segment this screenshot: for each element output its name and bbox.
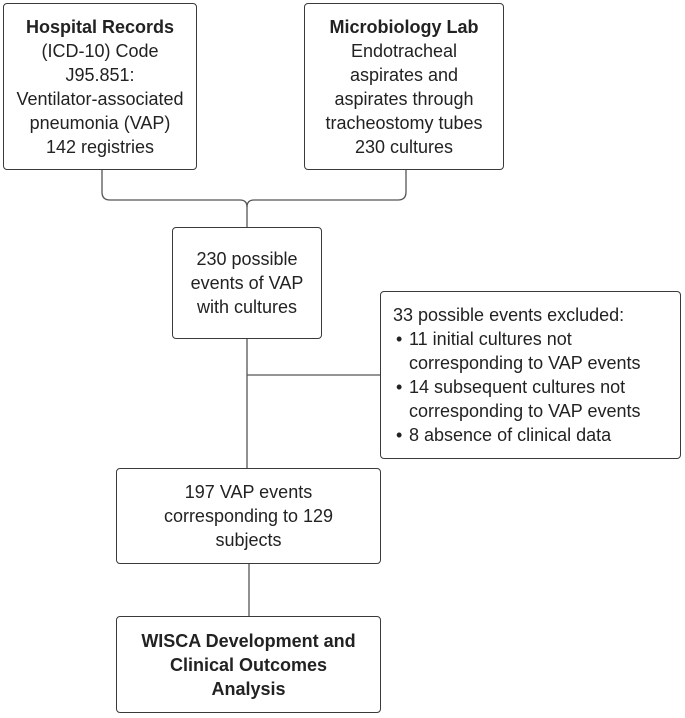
excluded-item-line: 8 absence of clinical data — [409, 425, 612, 445]
excluded-list: 11 initial cultures not corresponding to… — [393, 327, 640, 447]
box-line: events of VAP — [190, 273, 304, 293]
vap-events-box: 197 VAP events corresponding to 129 subj… — [116, 468, 381, 564]
box-line: aspirates through — [334, 88, 474, 109]
box-line: Clinical Outcomes — [169, 654, 328, 675]
connector-hospital — [101, 170, 248, 227]
box-line: J95.851: — [65, 64, 135, 85]
excluded-item-line: 14 subsequent cultures not — [409, 377, 626, 397]
box-line: Endotracheal — [350, 40, 458, 61]
box-line: WISCA Development and — [141, 630, 356, 651]
box-line: aspirates and — [349, 64, 459, 85]
excluded-item-line: corresponding to VAP events — [409, 401, 641, 421]
box-line: Analysis — [211, 678, 286, 699]
box-line: Ventilator-associated — [16, 88, 184, 109]
box-line: corresponding to 129 — [163, 506, 334, 526]
box-line: subjects — [215, 530, 282, 550]
box-line: with cultures — [196, 297, 298, 317]
box-line: tracheostomy tubes — [325, 112, 483, 133]
box-line: 142 registries — [45, 136, 155, 157]
connector-micro — [246, 170, 407, 208]
excluded-events-box: 33 possible events excluded: 11 initial … — [380, 291, 681, 459]
box-title: Hospital Records — [25, 16, 175, 37]
excluded-item-line: corresponding to VAP events — [409, 353, 641, 373]
hospital-records-box: Hospital Records (ICD-10) Code J95.851: … — [3, 3, 197, 170]
box-line: 197 VAP events — [184, 482, 313, 502]
wisca-analysis-box: WISCA Development and Clinical Outcomes … — [116, 616, 381, 713]
microbiology-lab-box: Microbiology Lab Endotracheal aspirates … — [304, 3, 504, 170]
excluded-heading: 33 possible events excluded: — [393, 305, 625, 325]
excluded-item-line: 11 initial cultures not — [409, 329, 572, 349]
excluded-item: 8 absence of clinical data — [393, 423, 640, 447]
box-line: pneumonia (VAP) — [29, 112, 171, 133]
box-line: 230 cultures — [354, 136, 454, 157]
box-line: 230 possible — [196, 249, 298, 269]
excluded-item: 11 initial cultures not corresponding to… — [393, 327, 640, 375]
box-title: Microbiology Lab — [329, 16, 479, 37]
box-line: (ICD-10) Code — [41, 40, 159, 61]
excluded-item: 14 subsequent cultures not corresponding… — [393, 375, 640, 423]
possible-events-box: 230 possible events of VAP with cultures — [172, 227, 322, 339]
